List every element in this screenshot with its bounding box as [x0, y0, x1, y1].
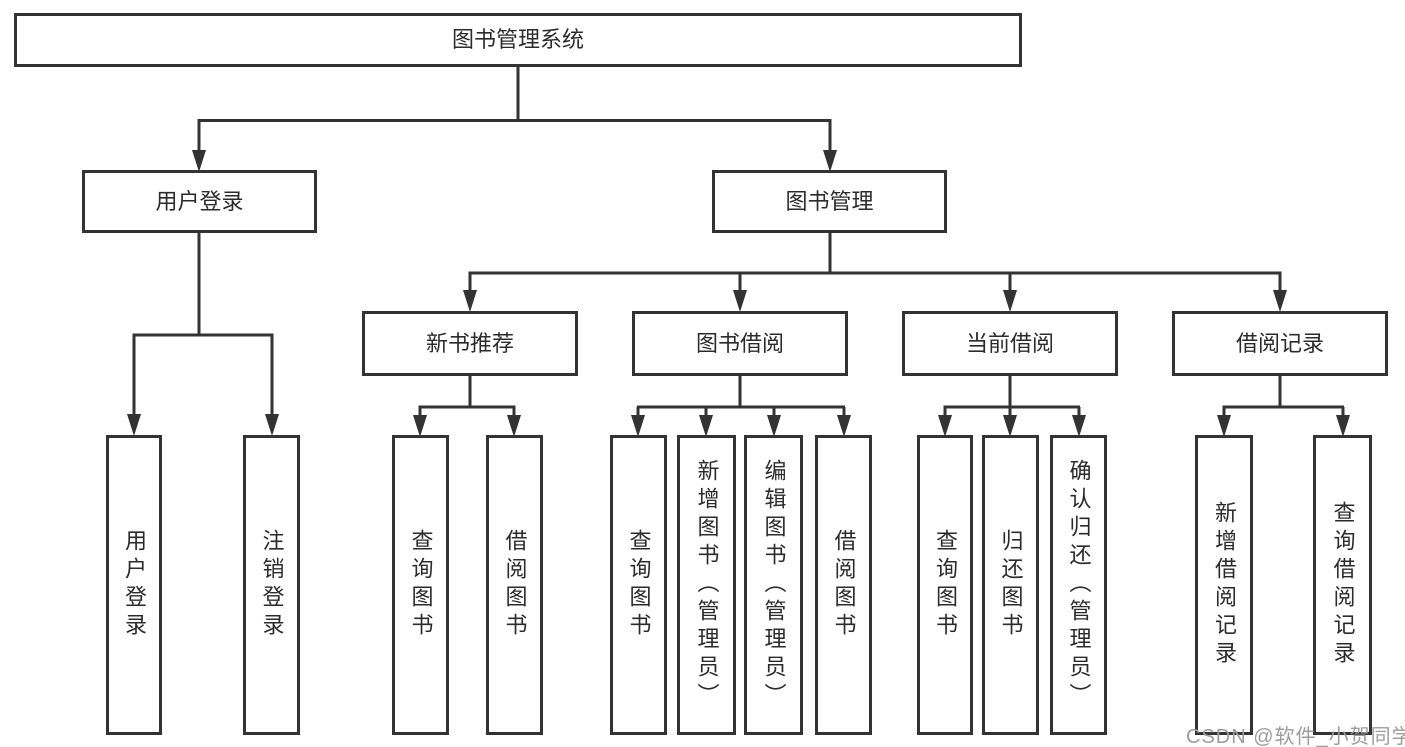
leaf-add-books-admin: 新增图书（管理员）: [677, 435, 736, 735]
node-book-management: 图书管理: [712, 170, 947, 233]
node-new-book-recommend: 新书推荐: [362, 311, 578, 376]
leaf-query-books-current: 查询图书: [917, 435, 973, 735]
leaf-query-books-borrow: 查询图书: [610, 435, 667, 735]
leaf-add-borrow-record: 新增借阅记录: [1195, 435, 1253, 735]
leaf-borrow-books: 借阅图书: [815, 435, 872, 735]
leaf-query-books-recommend: 查询图书: [392, 435, 449, 735]
node-borrow-records: 借阅记录: [1172, 311, 1388, 376]
node-book-borrow: 图书借阅: [632, 311, 848, 376]
leaf-user-login: 用户登录: [106, 435, 162, 735]
csdn-watermark: CSDN @软件_小贺同学: [1186, 726, 1405, 747]
node-current-borrow: 当前借阅: [902, 311, 1118, 376]
leaf-confirm-return-admin: 确认归还（管理员）: [1050, 435, 1107, 735]
leaf-edit-books-admin: 编辑图书（管理员）: [744, 435, 803, 735]
leaf-borrow-books-recommend: 借阅图书: [486, 435, 543, 735]
leaf-query-borrow-record: 查询借阅记录: [1313, 435, 1372, 735]
node-root-system: 图书管理系统: [14, 13, 1022, 67]
leaf-return-books: 归还图书: [982, 435, 1039, 735]
leaf-logout: 注销登录: [243, 435, 300, 735]
node-user-login: 用户登录: [82, 170, 317, 233]
